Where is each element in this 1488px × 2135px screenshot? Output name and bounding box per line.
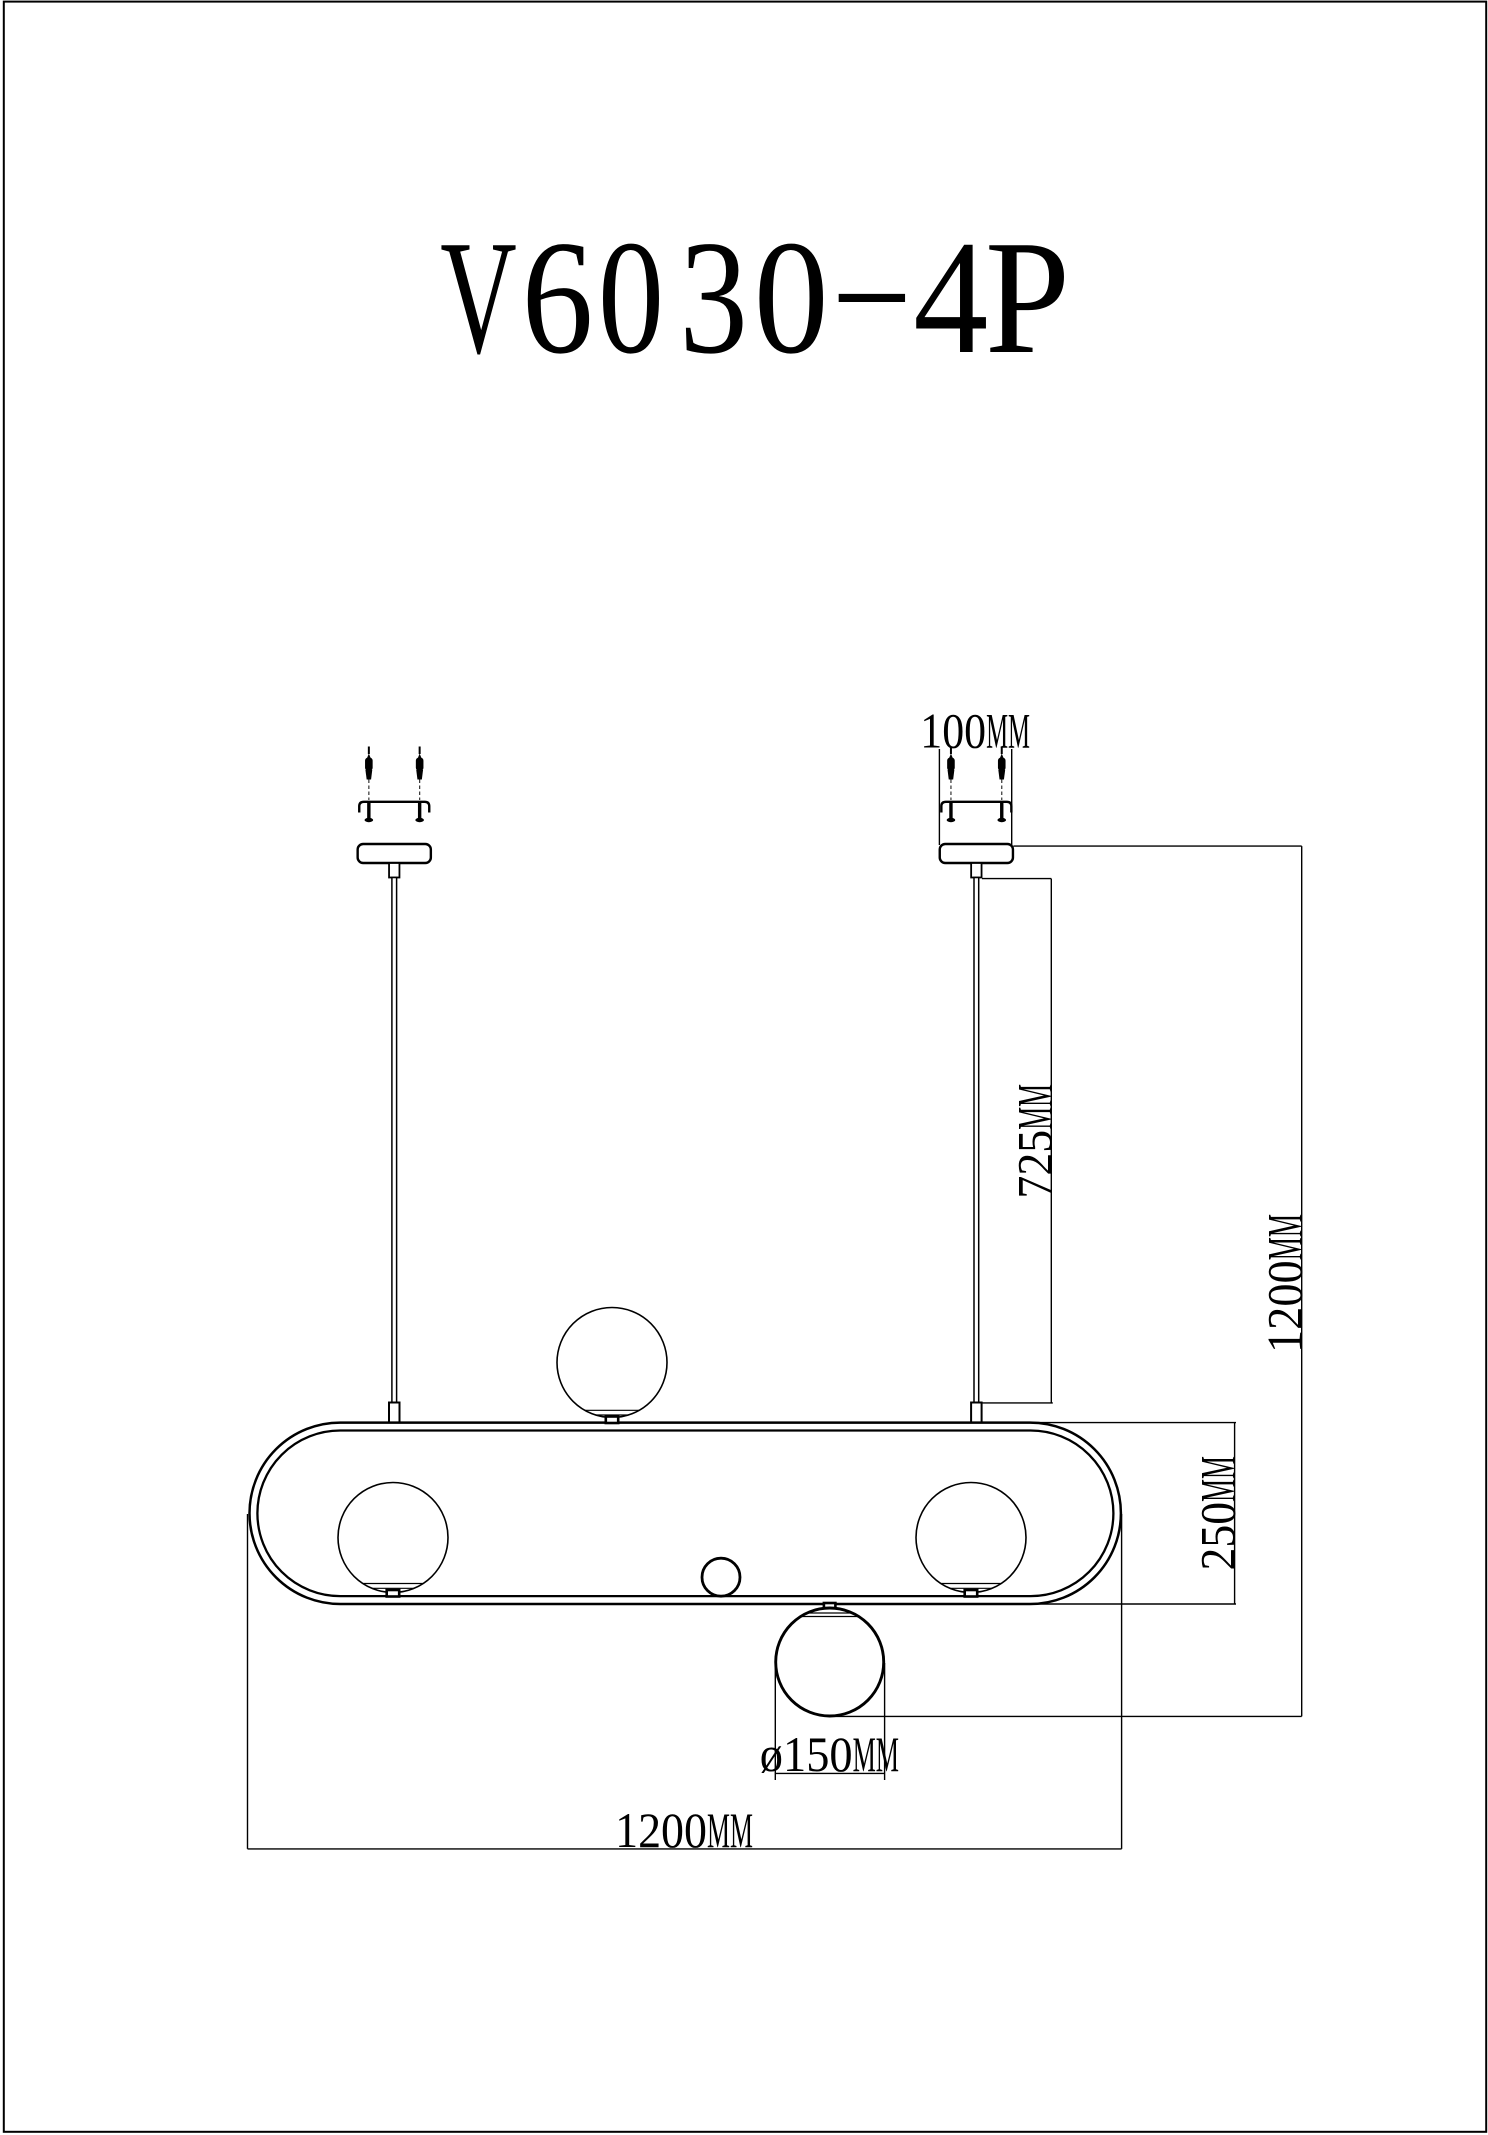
svg-text:V: V [440, 207, 517, 387]
svg-text:MM: MM [1006, 1084, 1062, 1130]
svg-text:−: − [832, 208, 912, 388]
svg-text:4: 4 [913, 206, 988, 387]
svg-text:MM: MM [707, 1802, 753, 1858]
svg-text:MM: MM [1190, 1456, 1246, 1502]
svg-text:P: P [985, 208, 1070, 388]
svg-text:0: 0 [754, 206, 829, 387]
svg-text:MM: MM [1257, 1214, 1313, 1260]
svg-text:6: 6 [522, 208, 594, 388]
svg-text:100: 100 [920, 703, 986, 759]
svg-text:725: 725 [1006, 1130, 1062, 1199]
svg-text:250: 250 [1190, 1502, 1246, 1571]
svg-text:0: 0 [598, 208, 664, 388]
svg-text:ø150: ø150 [760, 1726, 853, 1782]
svg-text:MM: MM [986, 703, 1030, 759]
svg-text:1200: 1200 [615, 1802, 707, 1858]
svg-text:1200: 1200 [1257, 1260, 1313, 1353]
svg-text:3: 3 [679, 207, 747, 388]
svg-text:MM: MM [853, 1726, 899, 1782]
